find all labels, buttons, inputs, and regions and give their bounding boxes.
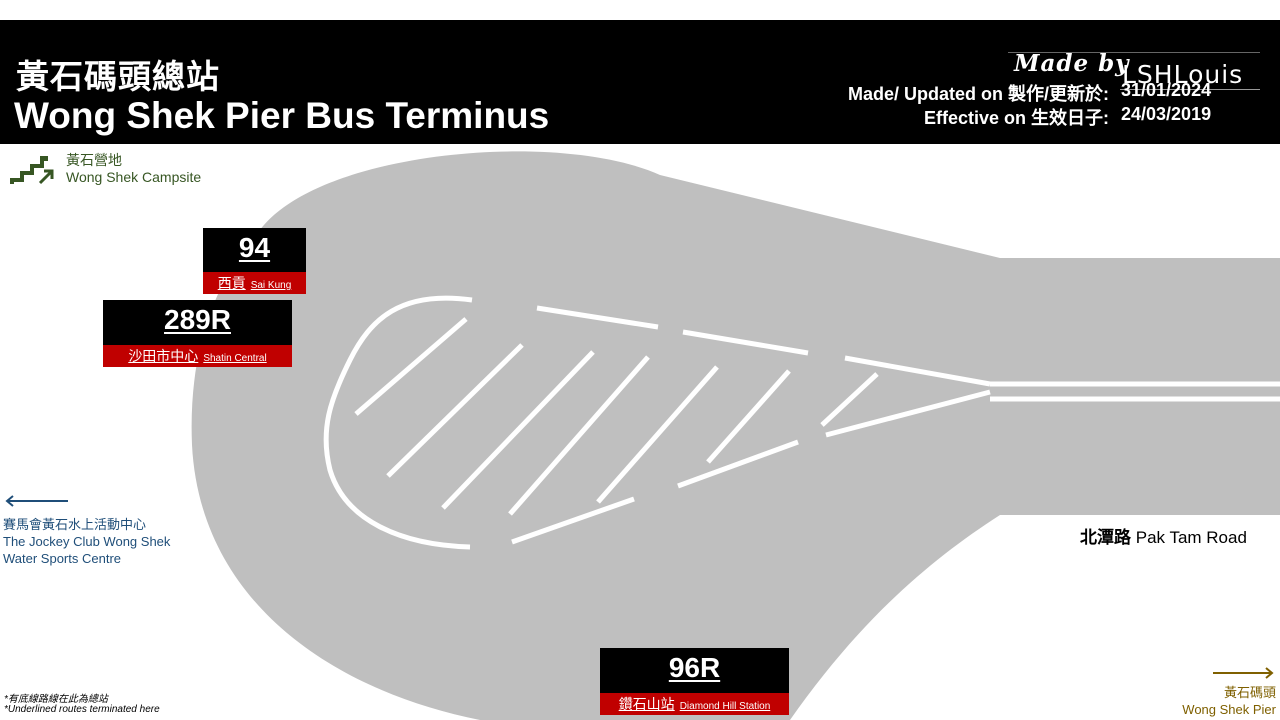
destination-zh: 西貢 (217, 276, 246, 292)
pier-label: 黃石碼頭 Wong Shek Pier (1182, 684, 1276, 718)
road-area (191, 151, 1280, 720)
destination-en: Sai Kung (250, 280, 292, 291)
route-destination: 西貢 Sai Kung (203, 272, 306, 294)
route-sign-96r[interactable]: 96R 鑽石山站 Diamond Hill Station (600, 648, 789, 715)
route-destination: 沙田市中心 Shatin Central (103, 345, 292, 367)
footnote-en: *Underlined routes terminated here (4, 704, 160, 715)
route-number: 96R (668, 652, 721, 683)
author-name: LSHLouis (1122, 60, 1244, 89)
made-date-label: Made/ Updated on 製作/更新於: (848, 84, 1109, 104)
destination-en: Diamond Hill Station (679, 701, 771, 712)
road-label: 北潭路 Pak Tam Road (1080, 523, 1247, 548)
watersports-label: 賽馬會黃石水上活動中心 The Jockey Club Wong Shek Wa… (3, 516, 170, 567)
divider (1008, 52, 1260, 53)
destination-en: Shatin Central (203, 353, 267, 364)
road-name-zh: 北潭路 (1080, 528, 1131, 548)
watersports-name-en-2: Water Sports Centre (3, 551, 122, 566)
effective-date-value: 24/03/2019 (1121, 104, 1212, 124)
watersports-name-en-1: The Jockey Club Wong Shek (3, 534, 171, 549)
footnote-zh: *有底線路線在此為總站 (4, 694, 108, 705)
route-sign-94[interactable]: 94 西貢 Sai Kung (203, 228, 306, 294)
road-name-en: Pak Tam Road (1135, 528, 1247, 547)
campsite-name-en: Wong Shek Campsite (66, 169, 202, 185)
header-bar: 黃石碼頭總站 Wong Shek Pier Bus Terminus Made … (0, 20, 1280, 144)
destination-zh: 沙田市中心 (128, 349, 199, 365)
bay-markings (323, 295, 1280, 550)
campsite-label: 黃石營地 Wong Shek Campsite (66, 152, 201, 186)
arrow-left-icon (5, 495, 68, 507)
made-date-value: 31/01/2024 (1121, 80, 1212, 100)
destination-zh: 鑽石山站 (618, 697, 675, 713)
title-english: Wong Shek Pier Bus Terminus (14, 95, 550, 136)
author-underline (1120, 89, 1260, 90)
pier-name-zh: 黃石碼頭 (1223, 685, 1276, 700)
stairs-arrow-icon (10, 156, 54, 185)
title-chinese: 黃石碼頭總站 (16, 57, 220, 96)
made-date-row: Made/ Updated on 製作/更新於: (0, 80, 1109, 104)
arrow-right-icon (1213, 667, 1274, 679)
effective-date-row: Effective on 生效日子: (0, 104, 1109, 128)
route-destination: 鑽石山站 Diamond Hill Station (600, 693, 789, 715)
campsite-name-zh: 黃石營地 (66, 152, 122, 168)
watersports-name-zh: 賽馬會黃石水上活動中心 (3, 517, 147, 532)
effective-date-label: Effective on 生效日子: (923, 108, 1109, 128)
made-by-label: Made by (1014, 50, 1130, 77)
route-number: 289R (164, 304, 231, 335)
route-number: 94 (238, 232, 271, 263)
route-sign-289r[interactable]: 289R 沙田市中心 Shatin Central (103, 300, 292, 367)
pier-name-en: Wong Shek Pier (1182, 702, 1276, 717)
